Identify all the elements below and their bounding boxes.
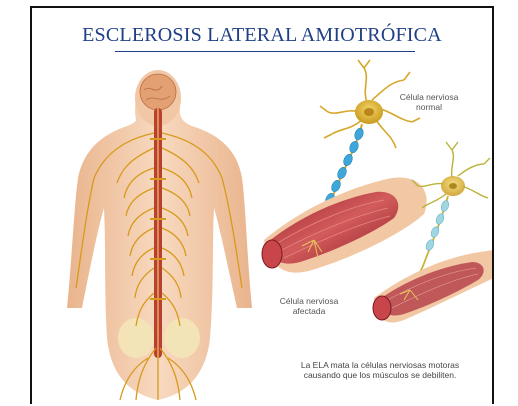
affected-cell-label-line1: Célula nerviosa bbox=[264, 296, 354, 306]
normal-arm bbox=[262, 177, 427, 272]
affected-arm-cross-section bbox=[373, 296, 391, 320]
affected-cell-label-line2: afectada bbox=[264, 306, 354, 316]
human-back-figure bbox=[67, 70, 252, 400]
affected-cell-label: Célula nerviosa afectada bbox=[264, 296, 354, 316]
als-caption: La ELA mata la células nerviosas motoras… bbox=[264, 360, 494, 380]
caption-line2: causando que los músculos se debiliten. bbox=[264, 370, 494, 380]
brain-shape bbox=[140, 74, 176, 110]
als-illustration bbox=[32, 8, 494, 404]
caption-line1: La ELA mata la células nerviosas motoras bbox=[264, 360, 494, 370]
affected-arm bbox=[373, 250, 494, 322]
right-hip-bone bbox=[164, 318, 200, 358]
normal-cell-label-line2: normal bbox=[384, 102, 474, 112]
normal-cell-label: Célula nerviosa normal bbox=[384, 92, 474, 112]
illustration-frame: ESCLEROSIS LATERAL AMIOTRÓFICA bbox=[30, 6, 494, 404]
normal-cell-label-line1: Célula nerviosa bbox=[384, 92, 474, 102]
normal-arm-cross-section bbox=[262, 240, 282, 268]
